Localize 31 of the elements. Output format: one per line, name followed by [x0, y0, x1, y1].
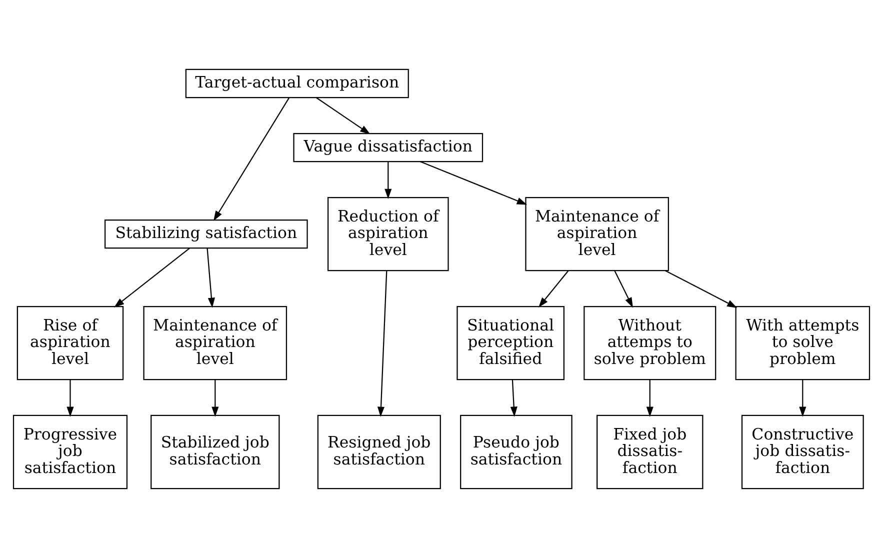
node-box: Fixed job dissatis- faction [596, 414, 704, 490]
node-box: With attempts to solve problem [735, 306, 870, 380]
arrow [384, 162, 392, 200]
arrow [212, 380, 219, 417]
node-box: Resigned job satisfaction [317, 414, 441, 490]
arrow [646, 380, 654, 417]
arrow [316, 97, 370, 134]
arrow [213, 98, 290, 222]
arrow [66, 380, 74, 417]
node-box: Situational perception falsified [456, 306, 564, 380]
node-box: Maintenance of aspiration level [143, 306, 288, 380]
arrow [538, 270, 569, 308]
node-box: Reduction of aspiration level [327, 197, 449, 272]
node-box: Vague dissatisfaction [293, 132, 484, 162]
node-box: Pseudo job satisfaction [460, 414, 572, 490]
arrow [206, 248, 215, 308]
arrow [614, 270, 633, 308]
arrow [420, 161, 528, 205]
node-box: Constructive job dissatis- faction [741, 414, 864, 490]
node-box: Stabilized job satisfaction [150, 414, 280, 490]
arrow [377, 270, 388, 417]
arrow [114, 248, 190, 308]
node-box: Without attemps to solve problem [584, 306, 716, 380]
arrow [665, 270, 738, 308]
node-box: Target-actual comparison [185, 68, 409, 98]
node-box: Stabilizing satisfaction [104, 219, 308, 249]
node-box: Progressive job satisfaction [12, 414, 128, 490]
arrow [510, 380, 518, 417]
node-box: Maintenance of aspiration level [525, 197, 669, 272]
node-box: Rise of aspiration level [16, 306, 124, 380]
arrow [799, 380, 806, 417]
